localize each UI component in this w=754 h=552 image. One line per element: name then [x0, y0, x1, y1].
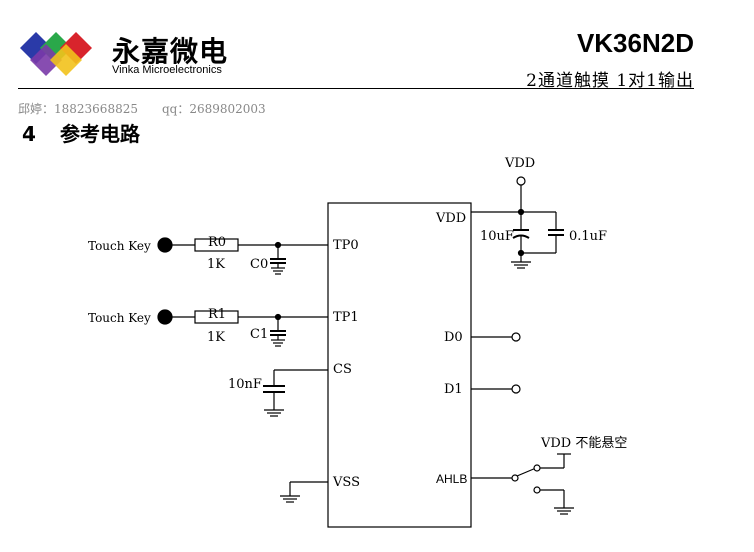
cap-10uf-label: 10uF — [480, 229, 514, 244]
ic-body — [327, 202, 472, 528]
ahlb-switch-blade — [516, 467, 537, 477]
touch-key-1-pad — [157, 237, 173, 253]
ahlb-switch-vdd-contact — [533, 464, 541, 472]
logo-chinese-name: 永嘉微电 — [112, 35, 229, 68]
contact-line: 邱婷：18823668825 qq：2689802003 — [18, 102, 266, 116]
part-subtitle: 2通道触摸 1对1输出 — [526, 71, 694, 91]
r1-label: R1 — [208, 307, 227, 322]
vinka-logo — [18, 30, 110, 82]
r0-label: R0 — [208, 235, 227, 250]
logo-diamond-yellow — [50, 44, 82, 76]
touch-key-2-pad — [157, 309, 173, 325]
r0-value: 1K — [207, 257, 225, 272]
pin-vdd-label: VDD — [436, 211, 467, 226]
part-number: VK36N2D — [576, 28, 694, 58]
c0-label: C0 — [250, 257, 269, 272]
header-rule — [18, 88, 694, 89]
junction — [517, 249, 525, 257]
vdd-supply-label: VDD — [505, 156, 536, 171]
d1-terminal — [511, 384, 521, 394]
ahlb-switch-gnd-contact — [533, 486, 541, 494]
section-heading: 4 参考电路 — [22, 118, 140, 147]
section-title: 参考电路 — [60, 122, 140, 146]
logo-diamond-purple — [30, 44, 62, 76]
pin-cs-label: CS — [333, 362, 352, 377]
ahlb-switch-common — [511, 474, 519, 482]
capacitor-10uf-plate — [512, 234, 530, 239]
r1-value: 1K — [207, 330, 225, 345]
d0-terminal — [511, 332, 521, 342]
touch-key-1-label: Touch Key — [88, 239, 151, 253]
pin-ahlb-label: AHLB — [436, 472, 468, 486]
pin-d0-label: D0 — [444, 330, 463, 345]
touch-key-2-label: Touch Key — [88, 311, 151, 325]
cs-capacitor-label: 10nF — [228, 377, 262, 392]
cap-01uf-label: 0.1uF — [569, 229, 608, 244]
pin-tp0-label: TP0 — [333, 238, 359, 253]
c1-label: C1 — [250, 327, 269, 342]
logo-english-name: Vinka Microelectronics — [112, 64, 222, 76]
section-number: 4 — [22, 122, 36, 146]
pin-tp1-label: TP1 — [333, 310, 359, 325]
vdd-terminal — [516, 176, 526, 186]
ahlb-option-note: VDD 不能悬空 — [541, 436, 628, 451]
pin-vss-label: VSS — [333, 475, 360, 490]
pin-d1-label: D1 — [444, 382, 463, 397]
